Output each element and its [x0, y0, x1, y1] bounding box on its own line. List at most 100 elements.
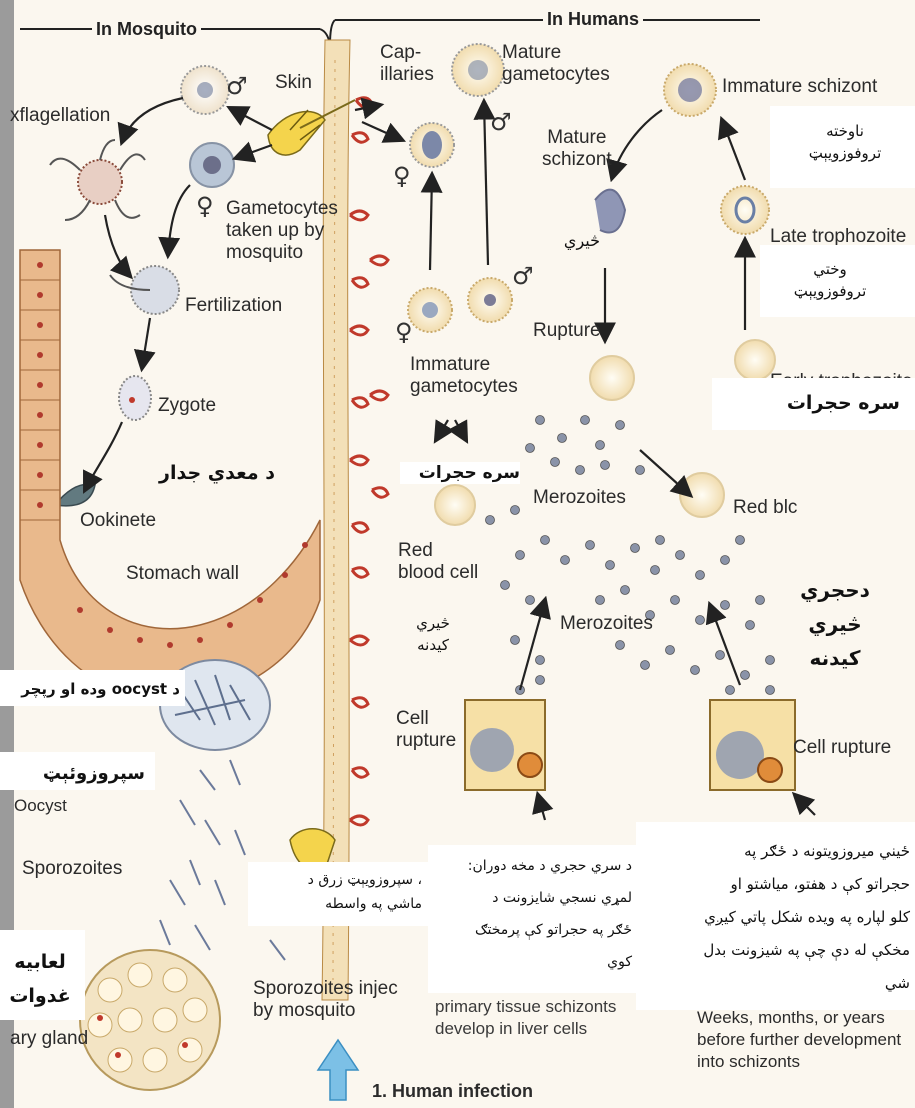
label-skin: Skin — [275, 72, 312, 94]
merozoite-dot — [656, 536, 665, 545]
pashto-sporozoites: سپروزوئېټ — [20, 763, 145, 785]
merozoite-dot — [671, 596, 680, 605]
pashto-lysis-right: سره حجرات — [730, 392, 900, 414]
merozoite-dot — [691, 666, 700, 675]
label-weeks-months: Weeks, months, or years before further d… — [697, 1007, 901, 1073]
male-symbol: ♂ — [226, 72, 248, 100]
label-sporozoites-injected: Sporozoites injec by mosquito — [253, 978, 398, 1022]
merozoite-dot — [596, 596, 605, 605]
merozoite-dot — [676, 551, 685, 560]
merozoite-dot — [721, 556, 730, 565]
label-immature-schizont: Immature schizont — [722, 76, 877, 98]
label-salivary-gland: ary gland — [10, 1028, 88, 1050]
merozoite-dot — [541, 536, 550, 545]
merozoite-dot — [736, 536, 745, 545]
liver-cell-left — [465, 700, 545, 790]
merozoite-dot — [516, 551, 525, 560]
label-ookinete: Ookinete — [80, 510, 156, 532]
merozoite-dot — [586, 541, 595, 550]
late-trophozoite-cell — [721, 186, 769, 234]
label-mature-schizont: Mature schizont — [542, 127, 612, 171]
label-red-blood-cell-right: Red blc — [733, 497, 797, 519]
mosquito-cells — [50, 66, 234, 506]
label-zygote: Zygote — [158, 395, 216, 417]
rupture-rbc — [590, 356, 634, 400]
header-in-mosquito: In Mosquito — [92, 19, 201, 40]
ookinete-shape — [55, 484, 95, 506]
pashto-blood-small: څیري — [545, 230, 600, 252]
label-immature-gametocytes: Immature gametocytes — [410, 354, 518, 398]
pashto-salivary: لعابیه غدوات — [4, 945, 76, 1013]
merozoite-dot — [501, 581, 510, 590]
label-red-blood-cell-left: Red blood cell — [398, 540, 478, 584]
label-sporozoites: Sporozoites — [22, 858, 122, 880]
pashto-rbc-cell: څیري کیدنه — [398, 612, 468, 656]
male-symbol: ♂ — [490, 108, 512, 136]
merozoite-dots — [486, 416, 775, 695]
label-fertilization: Fertilization — [185, 295, 282, 317]
male-symbol: ♂ — [512, 262, 534, 290]
label-capillaries: Cap- illaries — [380, 42, 434, 86]
exflagellation-cell — [78, 160, 122, 204]
merozoite-dot — [601, 461, 610, 470]
label-oocyst: Oocyst — [14, 795, 67, 817]
merozoite-dot — [756, 596, 765, 605]
female-symbol: ♀ — [393, 162, 411, 190]
label-stomach-wall: Stomach wall — [126, 563, 239, 585]
right-vessel-rbc-group — [370, 256, 388, 497]
merozoite-dot — [636, 466, 645, 475]
female-symbol: ♀ — [196, 192, 214, 220]
merozoite-dot — [721, 601, 730, 610]
pashto-lysis-mid: سره حجرات — [400, 462, 520, 484]
merozoite-dot — [666, 646, 675, 655]
mature-schizont-cell — [595, 190, 625, 233]
label-rupture: Rupture — [533, 320, 601, 342]
label-merozoites-mid: Merozoites — [560, 613, 653, 635]
label-human-infection: 1. Human infection — [372, 1080, 533, 1102]
zygote-cell — [119, 376, 151, 420]
label-cell-rupture-left: Cell rupture — [396, 708, 456, 752]
merozoite-dot — [696, 616, 705, 625]
human-blood-cells — [408, 44, 775, 525]
infection-arrow — [318, 1040, 358, 1100]
merozoite-dot — [716, 651, 725, 660]
merozoite-dot — [616, 421, 625, 430]
merozoite-dot — [766, 656, 775, 665]
merozoite-dot — [631, 544, 640, 553]
header-in-humans: In Humans — [543, 9, 643, 30]
merozoite-dot — [616, 641, 625, 650]
liver-cell-right — [710, 700, 795, 790]
pashto-primary-note: د سري حجري د مخه دوران: لمړي نسجي شایزون… — [432, 850, 632, 978]
label-primary-tissue: primary tissue schizonts develop in live… — [435, 996, 616, 1040]
merozoite-dot — [606, 561, 615, 570]
merozoite-dot — [596, 441, 605, 450]
pashto-inject-note: ، سپروزویېټ زرق د ماشي په واسطه — [250, 868, 422, 916]
merozoite-dot — [641, 661, 650, 670]
merozoite-dot — [536, 416, 545, 425]
vessel-rbc-group — [350, 98, 372, 825]
pashto-early-trophozoite: وختي تروفوزویېټ — [775, 258, 885, 302]
merozoite-dot — [766, 686, 775, 695]
salivary-gland — [80, 950, 220, 1090]
merozoite-dot — [651, 566, 660, 575]
pashto-dormant-note: ځیني میروزویتونه د ځګر په حجراتو کې د هف… — [640, 835, 910, 1000]
label-merozoites-top: Merozoites — [533, 487, 626, 509]
red-blood-cell-right-shape — [680, 473, 724, 517]
merozoite-dot — [576, 466, 585, 475]
merozoite-dot — [511, 506, 520, 515]
merozoite-dot — [526, 444, 535, 453]
merozoite-dot — [621, 586, 630, 595]
merozoite-dot — [696, 571, 705, 580]
merozoite-dot — [526, 596, 535, 605]
label-gametocytes-taken-up: Gametocytes taken up by mosquito — [226, 198, 338, 264]
merozoite-dot — [741, 671, 750, 680]
merozoite-dot — [511, 636, 520, 645]
merozoite-dot — [536, 656, 545, 665]
sporozoites-stream — [160, 760, 300, 960]
merozoite-dot — [746, 621, 755, 630]
merozoite-dot — [486, 516, 495, 525]
merozoite-dot — [536, 676, 545, 685]
pashto-blood-cell-big: دحجري څیري کیدنه — [795, 573, 875, 675]
pashto-stomach-wall: د معدي جدار — [140, 462, 275, 484]
merozoite-dot — [551, 458, 560, 467]
